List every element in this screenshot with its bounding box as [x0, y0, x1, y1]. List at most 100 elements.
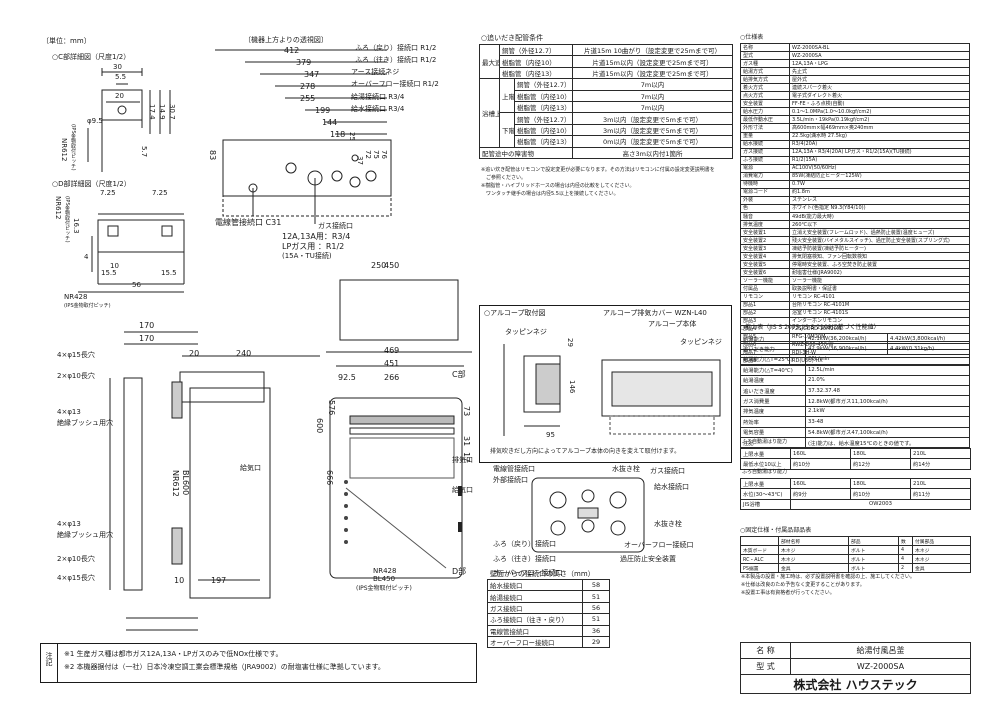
mount-r2-c0: PS据置 — [740, 563, 779, 573]
mount-note-1: ※本製品の設置・施工時は、必ず設置説明書を確認の上、施工してください。 — [741, 574, 915, 580]
mount-h2: 部品 — [848, 536, 899, 546]
mount-r1-c4: 木ネジ — [912, 554, 971, 564]
piping-note-3: ※樹脂管・ハイブリッドホースの場合は内径の比較をしてください。 — [481, 183, 635, 189]
spec-row: 点火方式電子式ダイレクト着火 — [740, 91, 970, 101]
piping-height-label: 配管途中の障害物 — [478, 146, 574, 159]
spec-key: 重量 — [740, 131, 790, 141]
alcove-note: 排気吹きだし方向によってアルコープ本体の向きを変えて取付けます。 — [490, 448, 681, 455]
spec-key: 部品2 — [740, 308, 790, 318]
sub2-b1: 約9分 — [790, 488, 851, 500]
pipe-r4-name: 樹脂管（内径10） — [513, 89, 574, 102]
bottom-label-drain-2: 水抜き栓 — [654, 520, 682, 528]
topview-dim-379: 379 — [296, 58, 312, 67]
unit-note: 〔単位：mm〕 — [42, 37, 91, 45]
tb-company: 株式会社 ハウステック — [740, 674, 971, 694]
pipe-r5-val: 7m以内 — [572, 100, 734, 114]
detail-d-dim-56: 56 — [132, 281, 141, 289]
detail-d-dim-15-5b: 15.5 — [161, 269, 177, 277]
side-bl600: BL600 — [181, 470, 190, 496]
topview-dim-76: 76 — [380, 150, 388, 159]
perf-key: 排気温度 — [740, 405, 806, 418]
sub2-h1: 160L — [790, 477, 851, 490]
spec-value: 排気閉塞検知、ファン回転数検知 — [789, 252, 970, 262]
detail-d-dim-10: 10 — [110, 262, 119, 270]
spec-key: 電源 — [740, 163, 790, 173]
side-dim-20: 20 — [189, 349, 200, 358]
spec-key: ふろ接続 — [740, 155, 790, 165]
notes-label: 注記 — [45, 652, 53, 666]
alcove-screw-right: タッピンネジ — [680, 338, 722, 346]
side-label-4x15b: 4×φ15長穴 — [57, 574, 95, 582]
spec-value: 3.5L/min・19kPa(0.19kgf/cm2) — [789, 115, 970, 125]
pipe-r3-name: 銅管（外径12.7） — [513, 78, 574, 91]
mount-r1-c2: ボルト — [848, 554, 899, 564]
perf-value: 2.1kW — [805, 405, 970, 418]
spec-value: ホワイト(色指定 N9.3(Y84/10)) — [789, 203, 970, 213]
spec-value: 凍結予防装置(凍結予防ヒーター) — [789, 244, 970, 254]
pipe-r0-val: 片道15m 10曲がり（設定変更で25mまで可） — [572, 43, 734, 57]
spec-value: 屋外式 — [789, 75, 970, 85]
piping-note-4: ワンタッチ継手の場合は内径5.5以上を接続してください。 — [481, 191, 619, 197]
front-dim-576: 576 — [327, 400, 336, 416]
spec-value: 立消え安全装置(フレームロッド)、過熱防止装置(温度ヒューズ) — [789, 228, 970, 238]
mount-r0-c1: 木ネジ — [778, 545, 849, 555]
perf-value: 21.0% — [805, 374, 970, 386]
side-label-2x10b: 2×φ10長穴 — [57, 555, 95, 563]
spec-key: ガス種 — [740, 59, 790, 69]
alcove-dim-95: 95 — [546, 431, 555, 439]
mount-h0 — [740, 536, 779, 546]
perf-title: ○能力表（JIS S 2075,JIS S 2109に基づく性能値） — [740, 324, 880, 331]
bottom-label-external: 外部接続口 — [493, 476, 528, 484]
bottom-label-drain-1: 水抜き栓 — [612, 465, 640, 473]
spec-value: AC100V(50/60Hz) — [789, 163, 970, 173]
spec-row: リモコンリモコン RC-4101 — [740, 292, 970, 302]
spec-key: 給排気方式 — [740, 75, 790, 85]
wall-r0-name: 給水接続口 — [487, 578, 583, 592]
sub2-h3: 210L — [910, 477, 971, 490]
perf-value: 12.5L/min — [805, 364, 970, 376]
spec-key: 消費電力 — [740, 171, 790, 181]
perf-key: 追いだき能力 — [740, 343, 806, 355]
bottom-label-relief: 過圧防止安全装置 — [620, 555, 676, 563]
mount-r2-c4: 金具 — [912, 563, 971, 573]
pipe-r3-val: 7m以内 — [572, 78, 734, 91]
side-label-4x13a: 4×φ13 — [57, 408, 81, 416]
label-overflow: オーバーフロー接続口 R1/2 — [351, 80, 439, 88]
spec-row: 給排気方式屋外式 — [740, 75, 970, 85]
side-dim-240: 240 — [236, 349, 252, 358]
pipe-r8-val: 0m以内（設定変更で5mまで可） — [572, 135, 734, 148]
perf-value: (注)能力は、給水温度15℃のときの値です。 — [805, 436, 970, 449]
piping-note-2: ご参照ください。 — [481, 175, 527, 181]
label-hot-water: 給湯接続口 R3/4 — [351, 93, 405, 101]
perf-key: 熱効率 — [740, 416, 806, 428]
perf-value: 42.1kW(36,200kcal/h) — [805, 332, 888, 345]
perf-key: 電気容量 — [740, 426, 806, 438]
perf-sub-title-2: ふろ自動湯はり能力 — [742, 469, 788, 475]
perf-value: 12.8kW(都市ガス11,100kcal/h) — [805, 395, 970, 407]
alcove-cover: アルコープ排気カバー WZN-L40 — [603, 309, 707, 317]
spec-key: 外装 — [740, 195, 790, 205]
spec-value: 先止式 — [789, 67, 970, 77]
mount-h3: 数 — [898, 536, 913, 546]
spec-value: 残火安全装置(バイメタルスイッチ)、過圧防止安全装置(スプリング式) — [789, 236, 970, 246]
topview-dim-37: 37 — [356, 156, 364, 165]
side-dim-197: 197 — [211, 576, 227, 585]
note-line-1: ※1 生産ガス種は都市ガス12A,13A・LPガスのみで低NOx仕様です。 — [64, 650, 283, 658]
spec-value: FF-FE・ふろ点検(自動) — [789, 99, 970, 109]
piping-table: 最大追いだき配管 銅管（外径12.7） 片道15m 10曲がり（設定変更で25m… — [478, 43, 734, 159]
